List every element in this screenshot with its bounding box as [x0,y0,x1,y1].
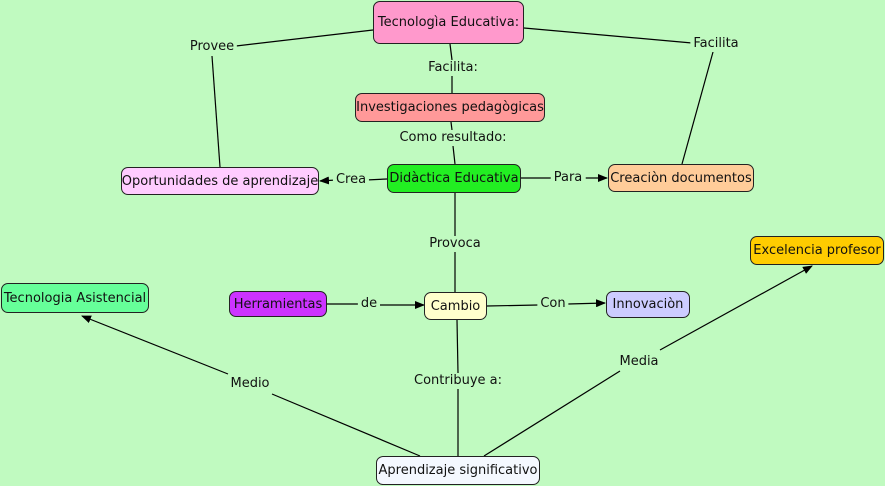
concept-label: Excelencia profesor [753,243,881,258]
link-label-provoca: Provoca [426,236,484,252]
concept-tecnologia-asistencial[interactable]: Tecnologia Asistencial [1,283,149,313]
edge-como-resultado-b [452,145,456,165]
concept-aprendizaje-significativo[interactable]: Aprendizaje significativo [376,456,540,485]
link-label-facilita-center: Facilita: [425,60,481,76]
edge-facilita-right-b [681,51,714,165]
concept-label: Didàctica Educativa [389,171,519,186]
link-label-de: de [357,296,381,312]
edge-contribuye-a [456,319,459,374]
concept-label: Creaciòn documentos [610,170,752,186]
concept-didactica-educativa[interactable]: Didàctica Educativa [387,164,521,193]
concept-tecnologia-educativa[interactable]: Tecnologìa Educativa: [373,1,524,44]
concept-label: Oportunidades de aprendizaje [121,173,319,189]
edge-con-b [567,299,606,308]
edge-media-a [483,370,621,457]
link-label-facilita-right: Facilita [690,36,742,52]
concept-investigaciones-pedagogicas[interactable]: Investigaciones pedagògicas [355,93,545,122]
concept-cambio[interactable]: Cambio [424,292,487,320]
concept-label: Tecnologia Asistencial [3,290,147,306]
edge-facilita-right-a [523,27,693,44]
edge-provee-a [235,29,374,47]
link-label-como-resultado: Como resultado: [396,130,510,146]
concept-oportunidades-aprendizaje[interactable]: Oportunidades de aprendizaje [121,167,319,195]
link-label-crea: Crea [332,172,370,188]
concept-innovacion[interactable]: Innovaciòn [606,291,690,318]
edge-con-a [486,304,539,307]
concept-label: Investigaciones pedagògicas [356,100,544,115]
link-label-media: Media [616,354,662,370]
link-label-provee: Provee [186,39,238,55]
edge-media-b [659,265,813,351]
link-label-con: Con [537,296,569,312]
edge-como-resultado-a [450,121,453,131]
edge-medio-b [81,315,229,375]
concept-label: Cambio [430,298,481,314]
link-label-medio: Medio [227,376,273,392]
edge-provee-b [211,55,221,168]
concept-label: Innovaciòn [612,297,684,312]
link-label-contribuye: Contribuye a: [411,373,505,389]
concept-herramientas[interactable]: Herramientas [229,291,327,317]
concept-excelencia-profesor[interactable]: Excelencia profesor [750,236,884,265]
concept-label: Herramientas [233,296,323,312]
concept-creacion-documentos[interactable]: Creaciòn documentos [608,164,754,192]
edge-facilita-center-a [449,43,453,61]
concept-label: Tecnologìa Educativa: [377,15,520,30]
edge-crea-a [365,178,388,181]
link-label-para: Para [550,170,586,186]
edge-medio-a [271,393,421,457]
concept-label: Aprendizaje significativo [378,463,538,478]
